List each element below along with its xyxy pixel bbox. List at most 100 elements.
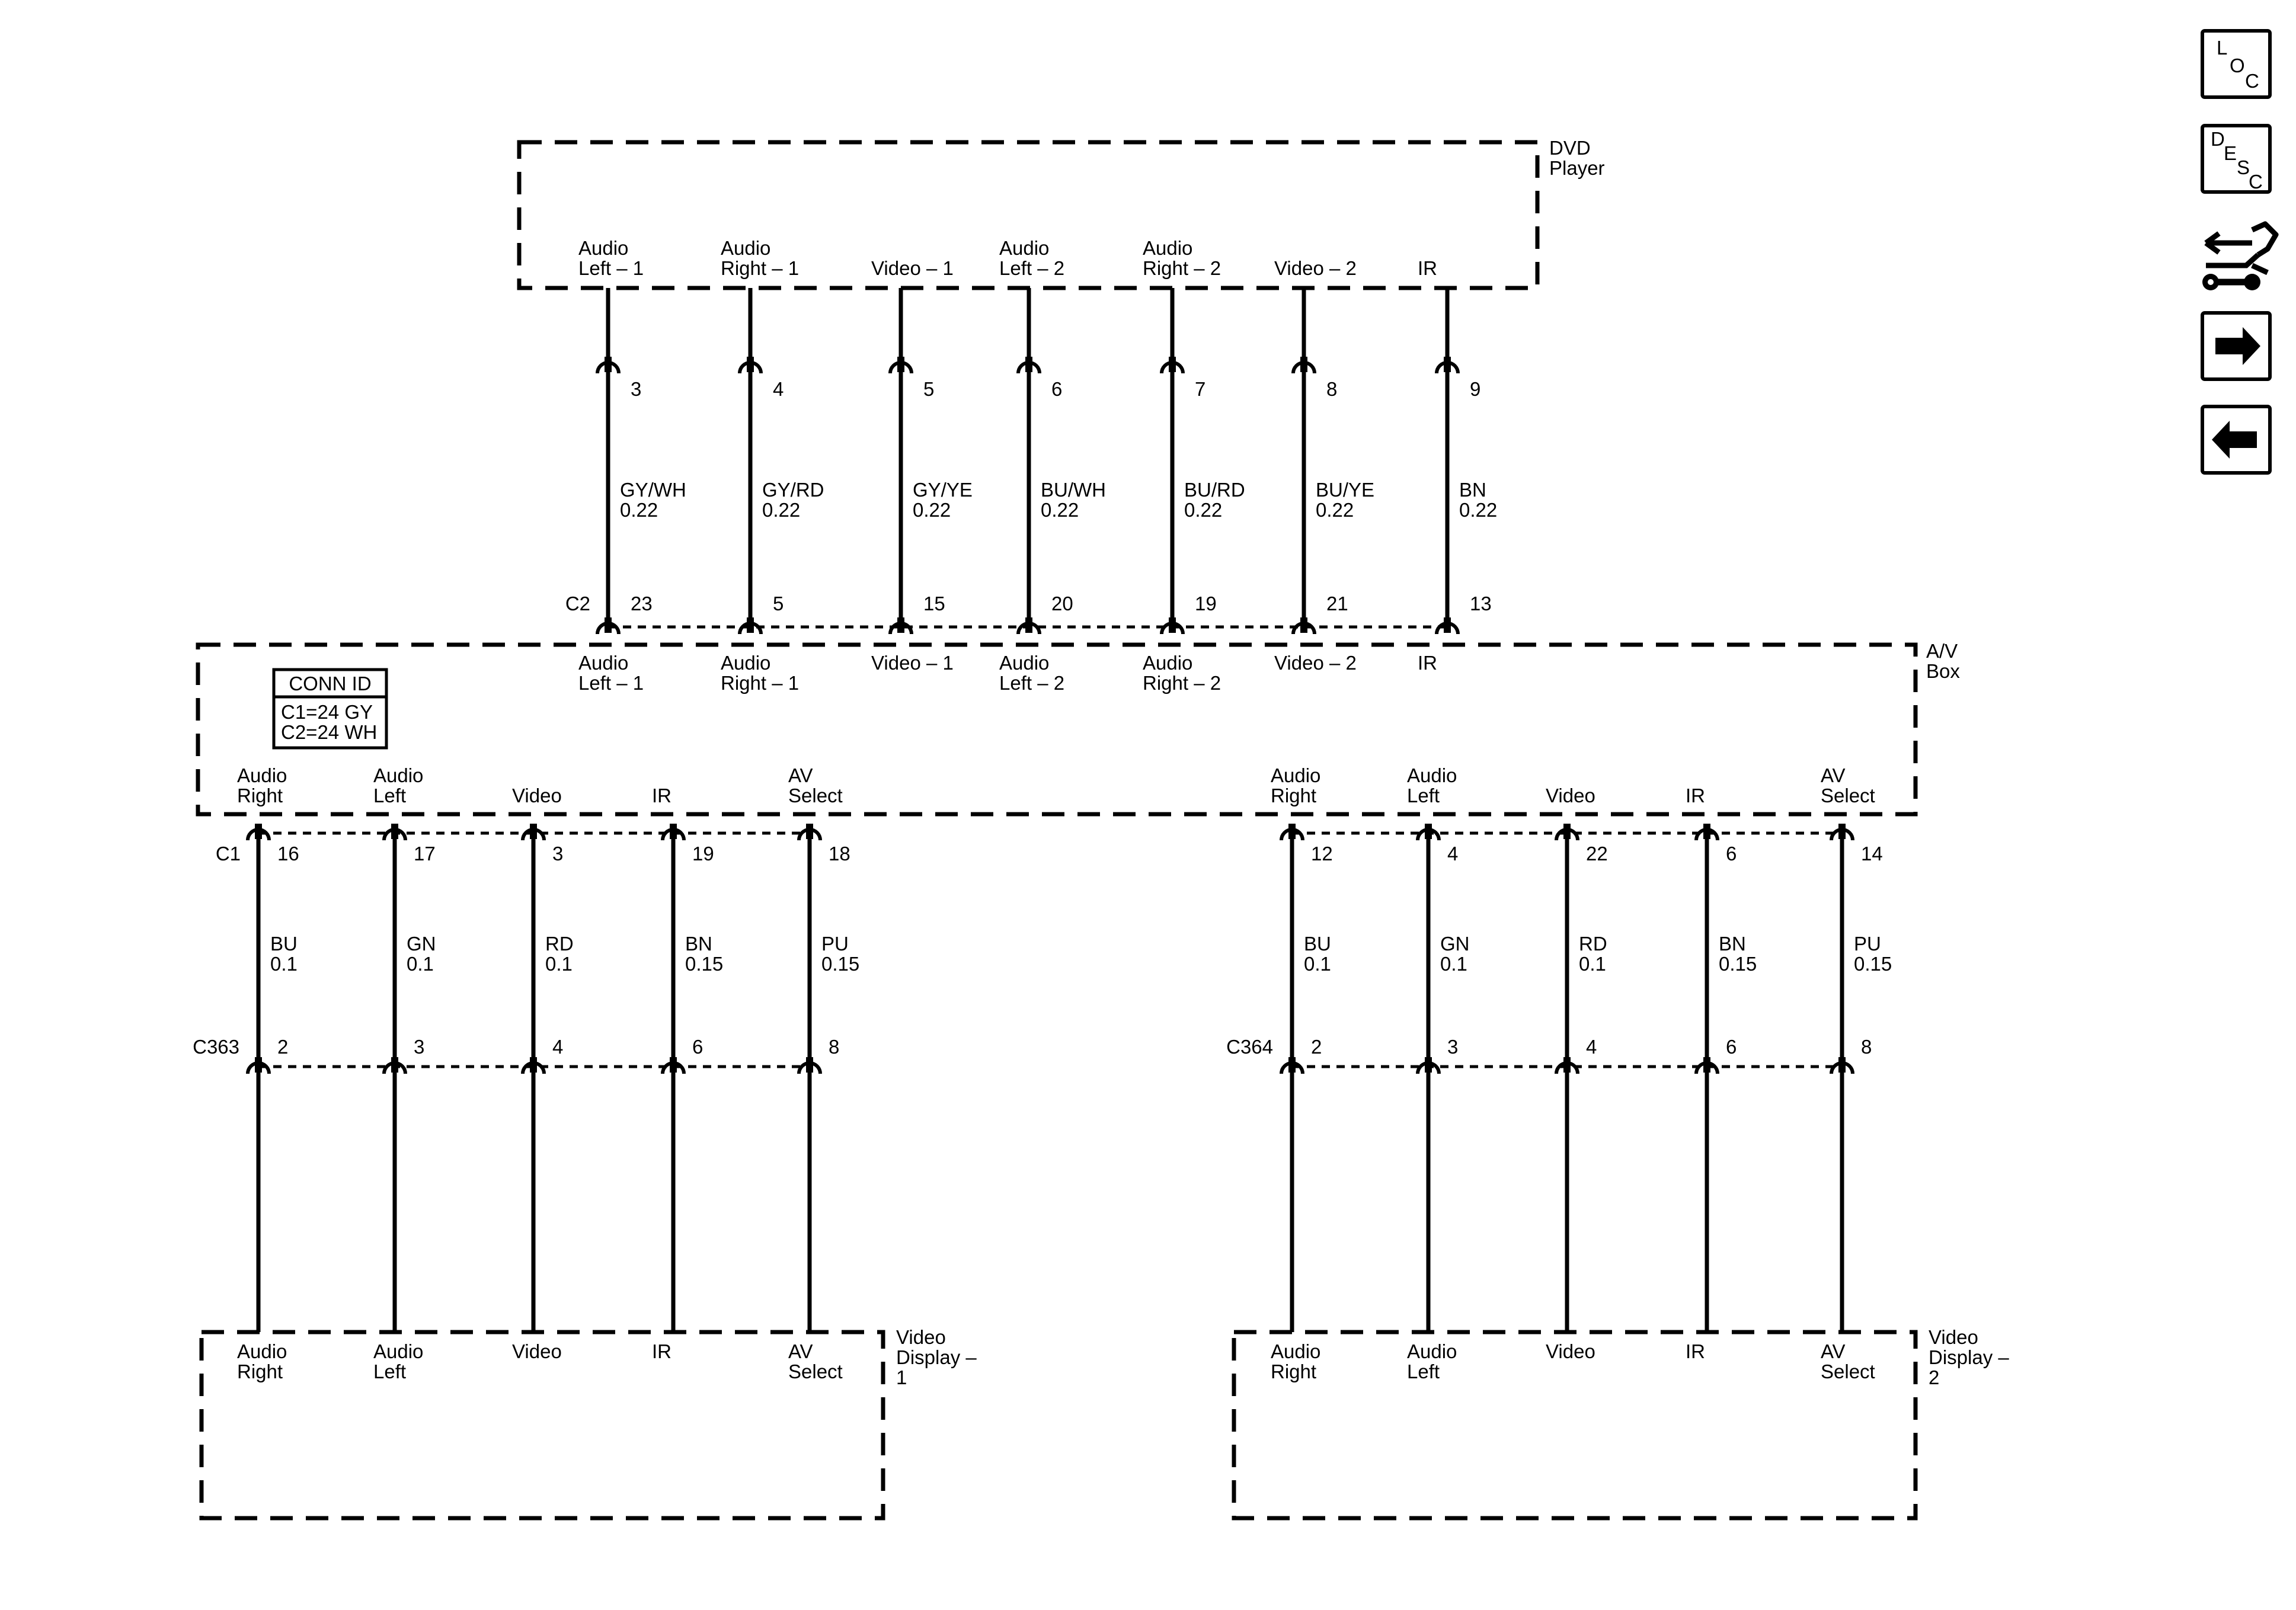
c1-pin-number: 4 xyxy=(1447,843,1458,865)
c1-pin-number: 14 xyxy=(1861,843,1883,865)
c2-pin-number: 13 xyxy=(1470,593,1492,614)
inline-pin xyxy=(797,1057,822,1074)
c1-pin-number: 12 xyxy=(1311,843,1333,865)
c1-pin xyxy=(1830,824,1854,841)
av-box-pin-label: IR xyxy=(1418,652,1437,674)
dvd-pin-number: 4 xyxy=(773,378,784,400)
av-box-name: A/V Box xyxy=(1926,640,1963,682)
c2-pin xyxy=(596,617,621,635)
inline-pin xyxy=(661,1057,686,1074)
dvd-pin-number: 5 xyxy=(923,378,934,400)
dvd-pin-number: 3 xyxy=(631,378,641,400)
arrow-right-icon xyxy=(2215,327,2260,365)
c1-pin xyxy=(797,824,822,841)
c1-pin-number: 6 xyxy=(1726,843,1737,865)
c1-pin xyxy=(1694,824,1719,841)
av-box-output-label: IR xyxy=(1686,785,1705,806)
dvd-pin-label: IR xyxy=(1418,257,1437,279)
c1-pin-number: 19 xyxy=(692,843,714,865)
video-display-1-box xyxy=(199,1330,885,1521)
c2-pin xyxy=(1291,617,1316,635)
previous-page-button[interactable] xyxy=(2201,405,2272,475)
c2-pin-number: 23 xyxy=(631,593,653,614)
video-display-2-name: Video Display – 2 xyxy=(1929,1326,2014,1388)
display-pin-label: Video xyxy=(512,1340,562,1362)
loc-button[interactable]: L O C xyxy=(2201,29,2272,99)
c2-pin xyxy=(738,617,763,635)
dvd-pin xyxy=(1016,357,1041,374)
c2-pin xyxy=(1016,617,1041,635)
inline-pin xyxy=(246,1057,271,1074)
arrow-left-icon xyxy=(2212,421,2257,459)
desc-letter-d: D xyxy=(2211,128,2225,150)
inline-pin-number: 2 xyxy=(1311,1036,1322,1058)
c2-pin xyxy=(1160,617,1185,635)
conn-id-c2: C2=24 WH xyxy=(281,721,377,743)
c1-pin xyxy=(382,824,407,841)
dvd-pin-label: Video – 1 xyxy=(871,257,954,279)
c2-pin-number: 5 xyxy=(773,593,784,614)
inline-pin-number: 3 xyxy=(1447,1036,1458,1058)
c363-connector-label: C363 xyxy=(193,1036,239,1058)
av-box-output-label: Video xyxy=(1546,785,1595,806)
inline-pin xyxy=(1416,1057,1441,1074)
av-box-output-label: IR xyxy=(652,785,671,806)
desc-letter-c: C xyxy=(2249,171,2263,193)
loc-letter-l: L xyxy=(2217,37,2227,59)
connector-repair-icon[interactable] xyxy=(2202,221,2279,290)
c1-pin xyxy=(661,824,686,841)
c2-pin-number: 21 xyxy=(1326,593,1348,614)
conn-id-title: CONN ID xyxy=(289,673,371,694)
c1-pin-number: 17 xyxy=(414,843,436,865)
desc-button[interactable]: D E S C xyxy=(2201,124,2272,194)
desc-letter-e: E xyxy=(2224,142,2237,164)
c1-pin xyxy=(1416,824,1441,841)
dvd-player-name: DVD Player xyxy=(1549,137,1605,179)
inline-pin xyxy=(1555,1057,1579,1074)
inline-pin-number: 2 xyxy=(277,1036,288,1058)
inline-pin xyxy=(382,1057,407,1074)
c1-pin-number: 3 xyxy=(552,843,563,865)
c1-pin-number: 22 xyxy=(1586,843,1608,865)
c2-connector-label: C2 xyxy=(565,593,590,614)
c1-pin xyxy=(1280,824,1304,841)
inline-pin-number: 8 xyxy=(829,1036,839,1058)
video-display-2-box xyxy=(1232,1330,1918,1521)
next-page-button[interactable] xyxy=(2201,311,2272,381)
av-box-pin-label: Video – 2 xyxy=(1274,652,1357,674)
dvd-pin-label: Video – 2 xyxy=(1274,257,1357,279)
inline-pin-number: 4 xyxy=(1586,1036,1597,1058)
dvd-pin xyxy=(1291,357,1316,374)
